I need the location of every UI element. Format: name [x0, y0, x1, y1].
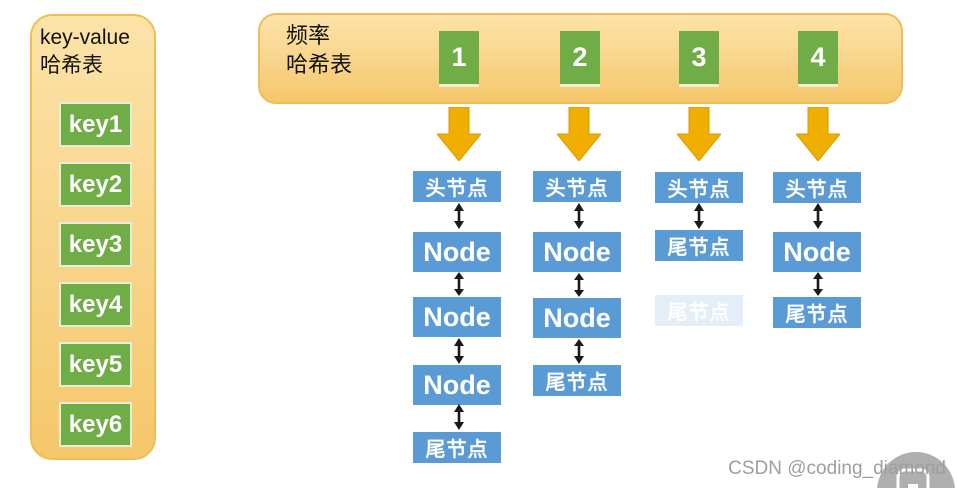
list-node: Node	[533, 298, 621, 338]
double-arrow-icon	[450, 203, 468, 229]
key-box: key4	[59, 282, 132, 327]
double-arrow-icon	[450, 338, 468, 364]
double-arrow-icon	[809, 203, 827, 229]
list-node-head: 头节点	[413, 171, 501, 202]
list-node-head: 头节点	[773, 172, 861, 203]
double-arrow-icon	[570, 339, 588, 364]
down-arrow-icon	[435, 106, 483, 162]
down-arrow-icon	[555, 106, 603, 162]
list-node-tail: 尾节点	[533, 365, 621, 396]
double-arrow-icon	[690, 203, 708, 229]
list-node: Node	[413, 365, 501, 405]
key-value-title-line1: key-value	[40, 26, 130, 49]
down-arrow-icon	[794, 106, 842, 162]
key-box: key6	[59, 402, 132, 447]
list-node: Node	[413, 297, 501, 337]
list-node: Node	[533, 232, 621, 272]
frequency-panel-title: 频率 哈希表	[286, 21, 352, 79]
watermark-text: CSDN @coding_diamond	[728, 458, 946, 479]
double-arrow-icon	[570, 273, 588, 297]
key-box: key3	[59, 222, 132, 267]
list-node-head: 头节点	[533, 171, 621, 202]
double-arrow-icon	[809, 272, 827, 296]
double-arrow-icon	[570, 203, 588, 229]
list-node-tail: 尾节点	[773, 297, 861, 328]
list-node-tail: 尾节点	[413, 432, 501, 463]
frequency-panel: 频率 哈希表	[258, 13, 903, 104]
frequency-title-line1: 频率	[286, 23, 331, 48]
frequency-bucket-2: 2	[560, 31, 600, 87]
frequency-bucket-3: 3	[679, 31, 719, 87]
key-box: key2	[59, 162, 132, 207]
list-node-head: 头节点	[655, 172, 743, 203]
down-arrow-icon	[675, 106, 723, 162]
double-arrow-icon	[450, 272, 468, 296]
key-box: key1	[59, 102, 132, 147]
key-value-panel: key-value 哈希表 key1 key2 key3 key4 key5 k…	[30, 14, 156, 460]
ghost-tail-node: 尾节点	[655, 295, 743, 326]
key-box: key5	[59, 342, 132, 387]
list-node-tail: 尾节点	[655, 230, 743, 261]
frequency-bucket-4: 4	[798, 31, 838, 87]
key-value-panel-title: key-value 哈希表	[40, 24, 130, 80]
key-value-title-line2: 哈希表	[40, 54, 103, 77]
double-arrow-icon	[450, 404, 468, 430]
list-node: Node	[413, 232, 501, 272]
key-list: key1 key2 key3 key4 key5 key6	[59, 102, 132, 447]
csdn-logo-icon	[896, 468, 930, 488]
list-node: Node	[773, 232, 861, 272]
frequency-bucket-1: 1	[439, 31, 479, 87]
frequency-title-line2: 哈希表	[286, 52, 353, 77]
